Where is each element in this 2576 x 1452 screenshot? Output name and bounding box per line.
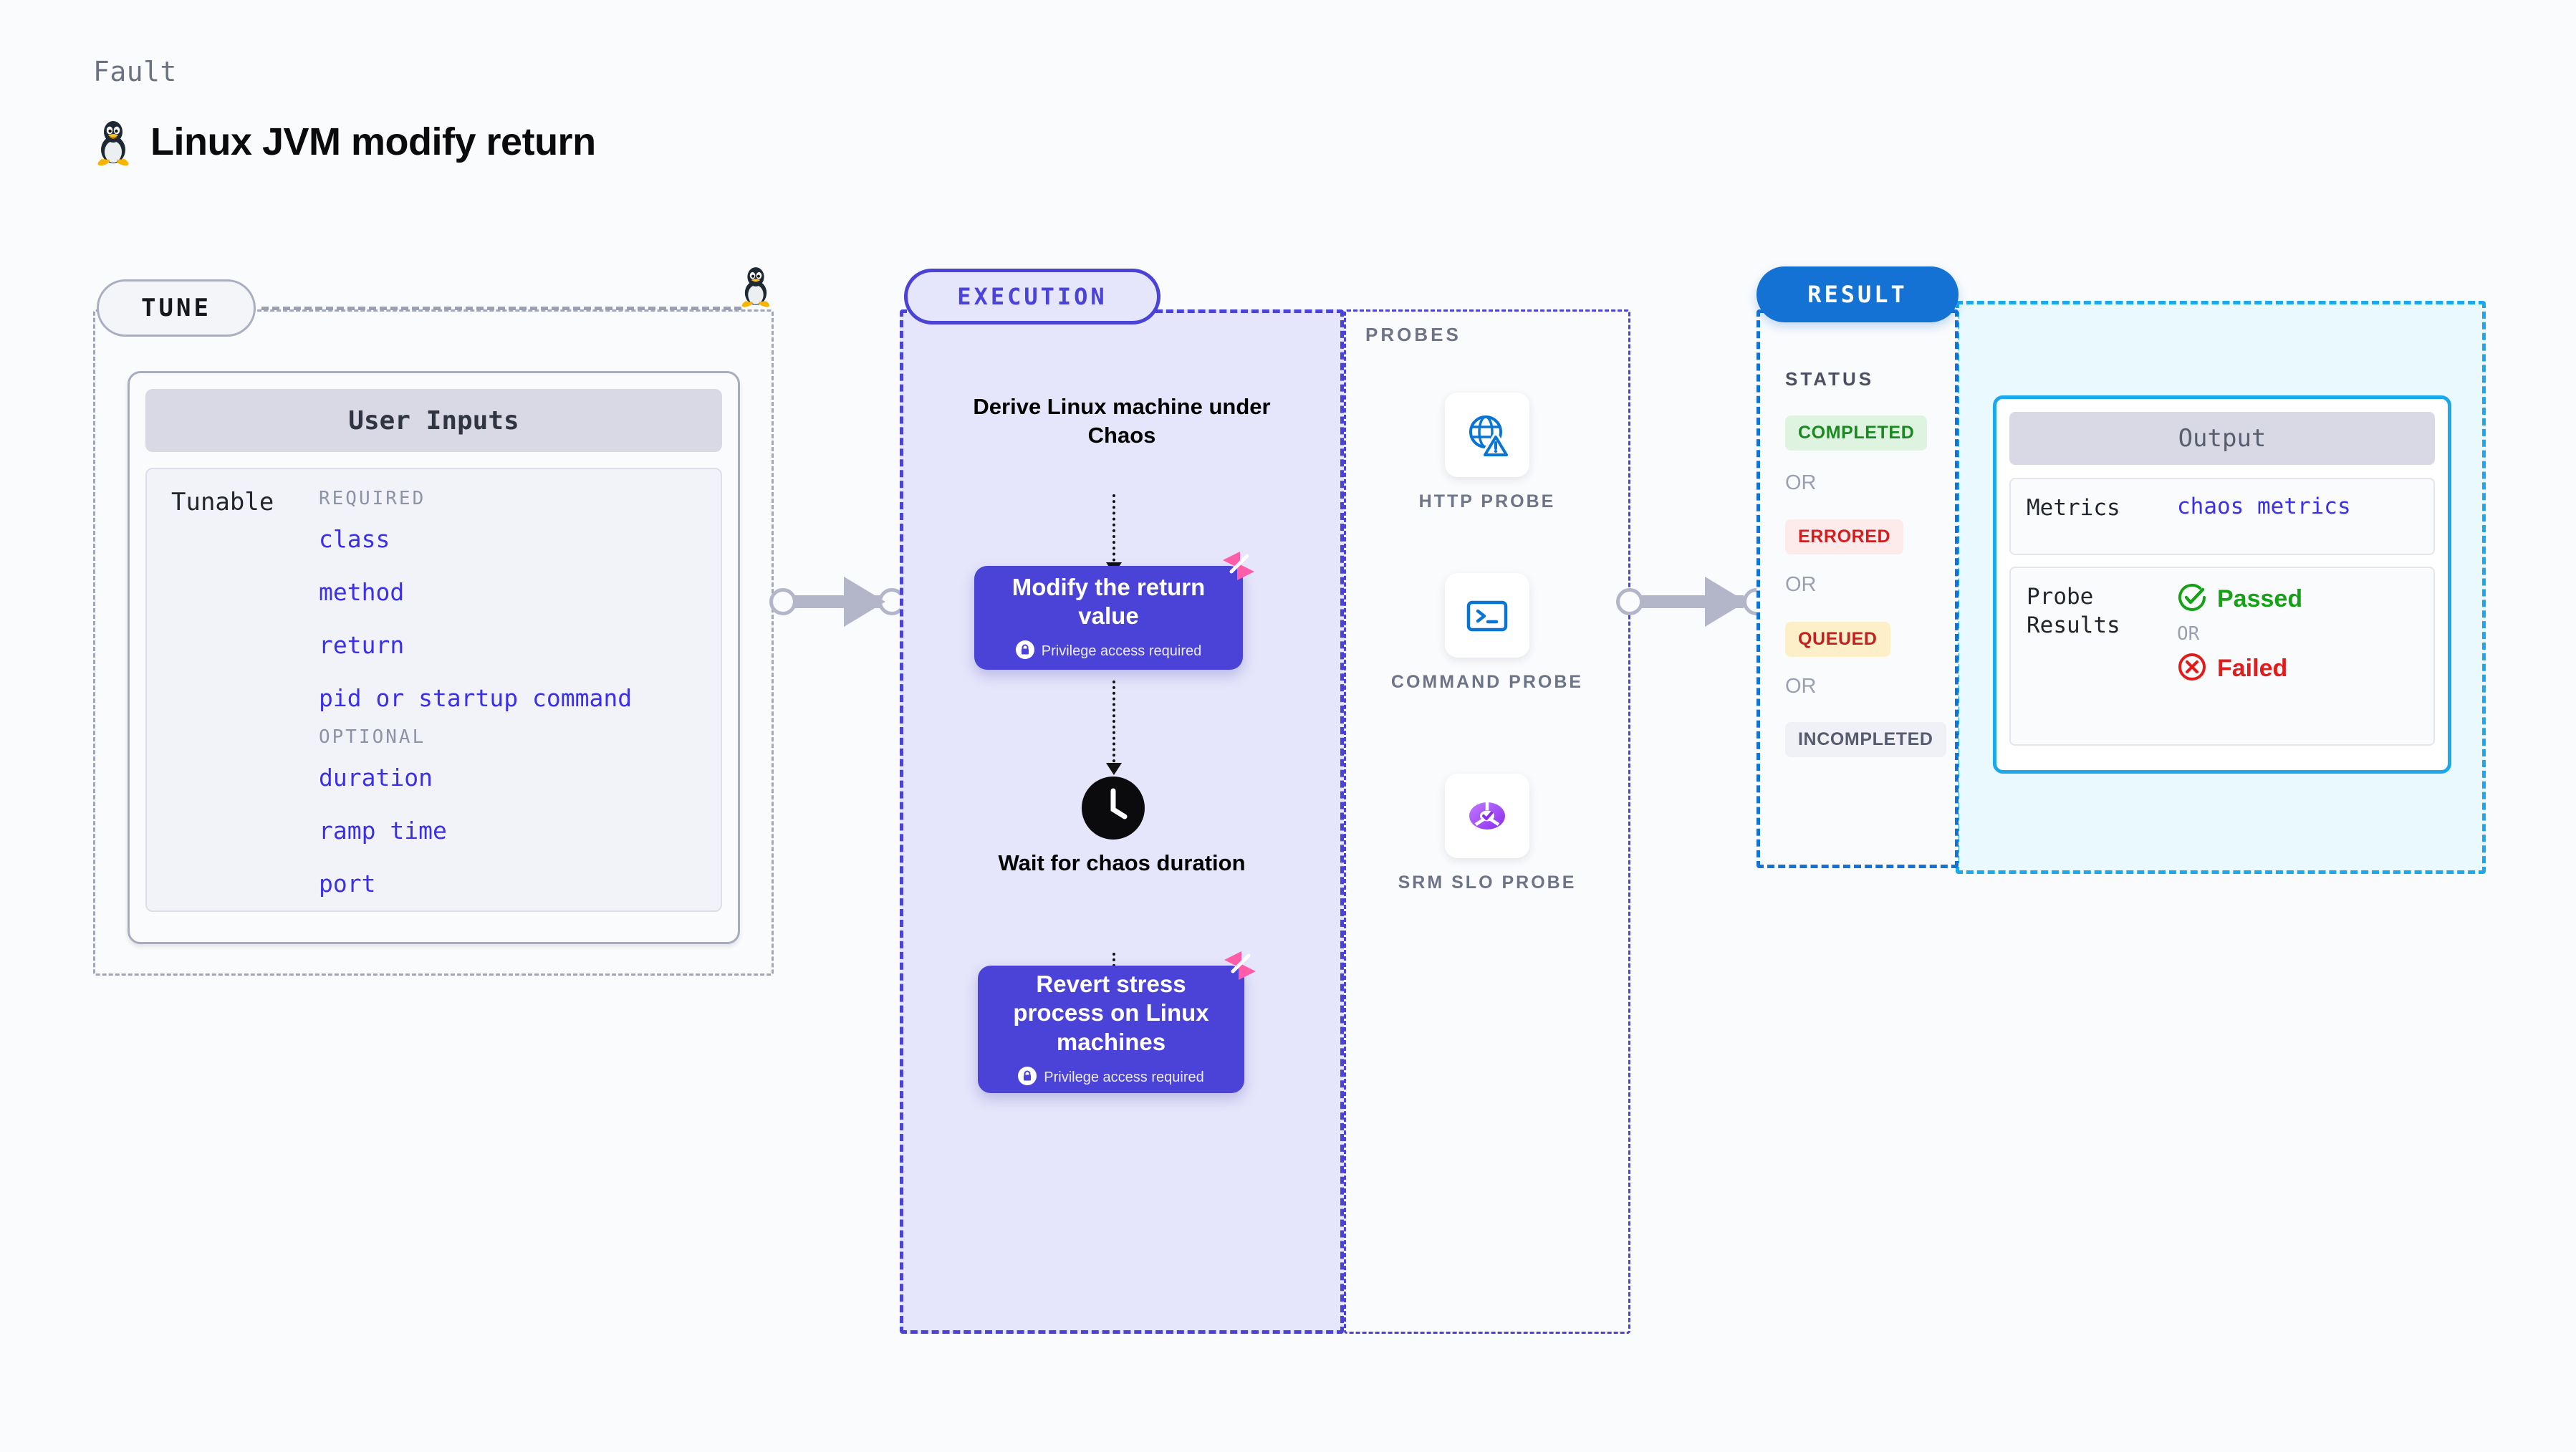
tune-to-linux-dashed-line — [261, 307, 741, 310]
tunable-ramp-time[interactable]: ramp time — [319, 817, 447, 845]
user-inputs-card: User Inputs Tunable REQUIRED class metho… — [128, 371, 740, 944]
action-title: Revert stress process on Linux machines — [1013, 971, 1209, 1055]
x-circle-icon — [2177, 652, 2207, 686]
status-or-2: OR — [1785, 573, 1817, 596]
page-title-row: Linux JVM modify return — [93, 118, 596, 165]
status-badge-completed: COMPLETED — [1785, 415, 1928, 451]
privilege-note-text: Privilege access required — [1041, 643, 1202, 660]
probe-failed-label: Failed — [2217, 655, 2288, 682]
status-section-label: STATUS — [1785, 368, 1875, 390]
tune-stage-pill[interactable]: TUNE — [97, 279, 256, 337]
srm-slo-donut-icon — [1445, 774, 1529, 858]
tunable-group-required-title: REQUIRED — [319, 488, 426, 509]
connector-start-node — [1616, 588, 1643, 615]
result-stage-pill[interactable]: RESULT — [1756, 266, 1959, 322]
page-title: Linux JVM modify return — [150, 120, 596, 163]
tunable-list: REQUIRED class method return pid or star… — [319, 488, 713, 903]
probe-item-srm-slo[interactable]: SRM SLO PROBE — [1344, 774, 1630, 895]
execution-step-derive-label: Derive Linux machine under Chaos — [973, 394, 1271, 448]
harness-logo-icon — [1219, 547, 1259, 591]
status-or-3: OR — [1785, 675, 1817, 698]
status-badge-incompleted: INCOMPLETED — [1785, 722, 1946, 757]
probe-label: COMMAND PROBE — [1390, 672, 1584, 692]
status-badge-queued: QUEUED — [1785, 622, 1890, 657]
tunable-return[interactable]: return — [319, 631, 405, 659]
tunable-port[interactable]: port — [319, 870, 376, 898]
probe-label: HTTP PROBE — [1418, 491, 1556, 511]
lock-icon — [1018, 1066, 1037, 1089]
probe-label: SRM SLO PROBE — [1398, 872, 1577, 893]
status-badge-errored: ERRORED — [1785, 519, 1904, 554]
user-inputs-title: User Inputs — [145, 389, 722, 452]
execution-step-modify-return-value[interactable]: Modify the return value Privilege access… — [974, 552, 1254, 670]
privilege-note-text: Privilege access required — [1044, 1069, 1204, 1085]
execution-step-wait-label: Wait for chaos duration — [998, 850, 1246, 875]
probe-result-values: Passed OR Failed — [2177, 582, 2302, 730]
output-row-key: Metrics — [2027, 495, 2120, 521]
output-row-metrics: Metrics chaos metrics — [2009, 478, 2435, 555]
privilege-note: Privilege access required — [1018, 1066, 1204, 1089]
tunable-method[interactable]: method — [319, 578, 405, 606]
tunable-pid-or-startup-command[interactable]: pid or startup command — [319, 684, 633, 712]
page-kicker: Fault — [93, 56, 177, 87]
tunable-row-label: Tunable — [171, 488, 274, 516]
privilege-note: Privilege access required — [1015, 640, 1202, 663]
probe-result-or: OR — [2177, 623, 2200, 645]
tunable-body: Tunable REQUIRED class method return pid… — [145, 468, 722, 912]
tunable-group-optional-title: OPTIONAL — [319, 726, 426, 748]
output-row-key: Probe Results — [2027, 584, 2120, 639]
tune-stage-box — [93, 309, 774, 976]
harness-logo-icon — [1220, 947, 1260, 991]
lock-icon — [1015, 640, 1034, 663]
tunable-duration[interactable]: duration — [319, 764, 433, 792]
probe-item-http[interactable]: HTTP PROBE — [1344, 393, 1630, 514]
output-card: Output Metrics chaos metrics Probe Resul… — [1993, 395, 2451, 774]
tunable-class[interactable]: class — [319, 525, 390, 553]
result-stage-box — [1756, 309, 1959, 868]
connector-tune-to-execution — [769, 577, 905, 627]
output-metrics-value[interactable]: chaos metrics — [2177, 494, 2351, 519]
probe-passed-label: Passed — [2217, 585, 2303, 612]
globe-warning-icon — [1445, 393, 1529, 477]
linux-penguin-icon — [93, 118, 133, 165]
action-title: Modify the return value — [1011, 573, 1206, 629]
check-circle-icon — [2177, 582, 2207, 616]
terminal-prompt-icon — [1445, 573, 1529, 658]
connector-start-node — [769, 588, 797, 615]
probe-item-command[interactable]: COMMAND PROBE — [1344, 573, 1630, 695]
probes-section-label: PROBES — [1365, 324, 1461, 345]
probe-result-failed: Failed — [2177, 652, 2302, 686]
linux-penguin-marker-icon — [738, 264, 774, 312]
status-or-1: OR — [1785, 471, 1817, 494]
execution-stage-pill[interactable]: EXECUTION — [904, 269, 1160, 324]
output-card-title: Output — [2009, 412, 2435, 465]
clock-icon — [1080, 775, 1146, 845]
connector-execution-to-result — [1616, 577, 1770, 627]
probe-result-passed: Passed — [2177, 582, 2302, 616]
output-row-probe-results: Probe Results Passed OR — [2009, 567, 2435, 746]
execution-step-revert-stress-process[interactable]: Revert stress process on Linux machines … — [978, 951, 1256, 1093]
